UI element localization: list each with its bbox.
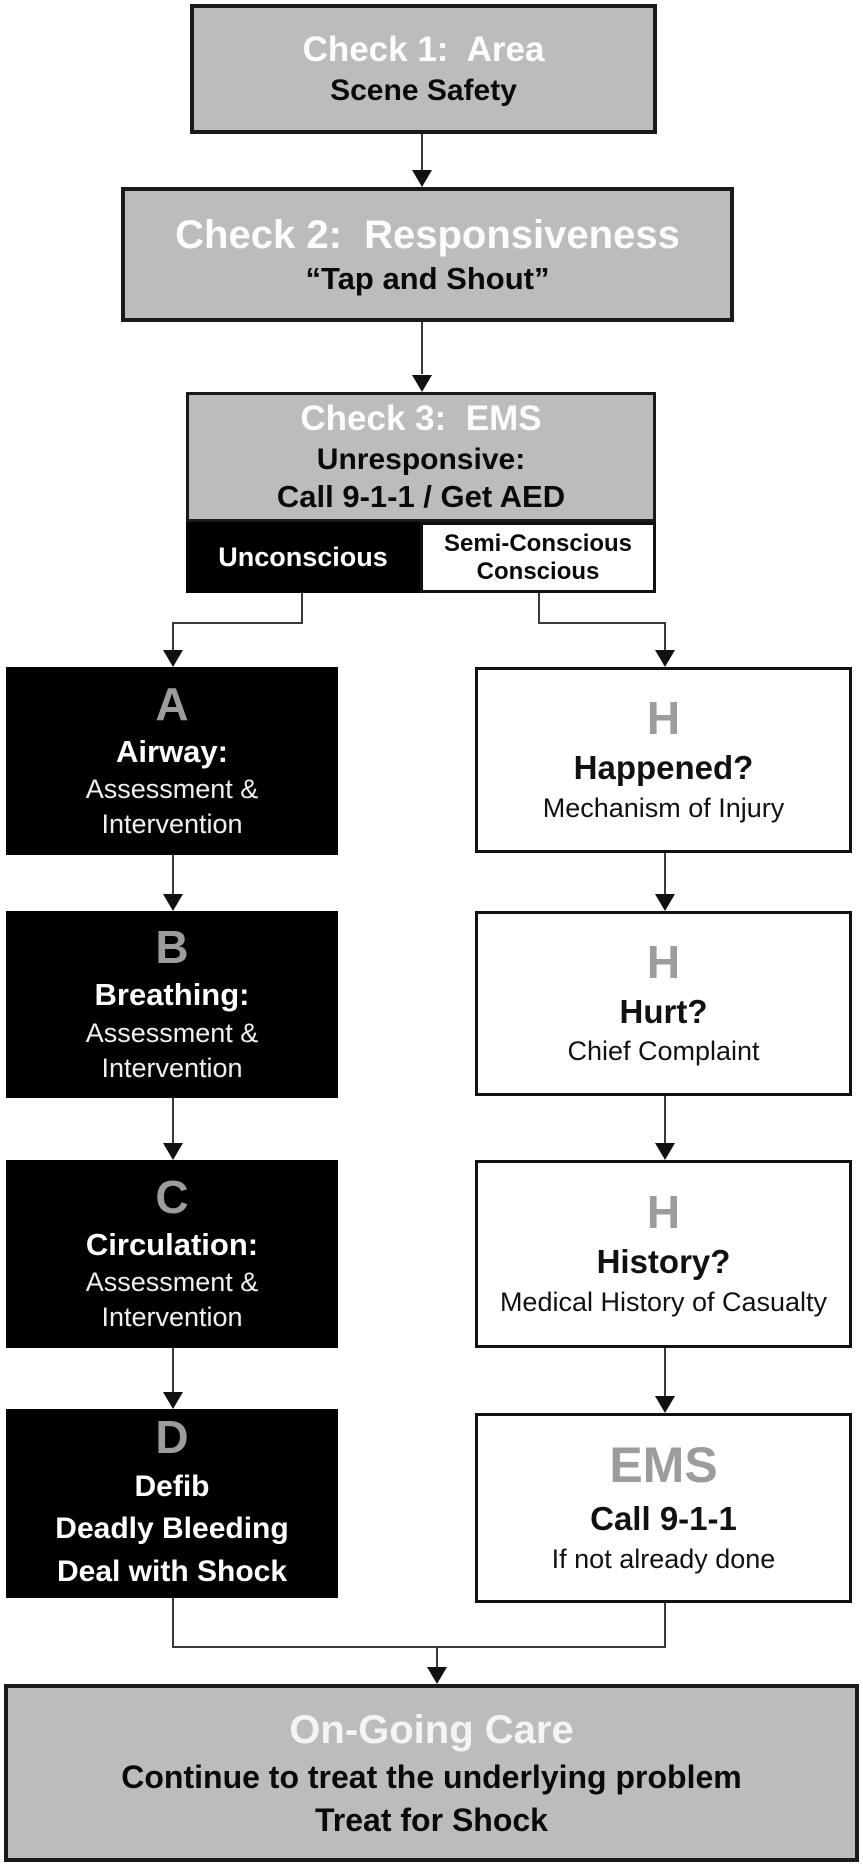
airway-letter: A	[155, 677, 189, 730]
check1-box: Check 1: Area Scene Safety	[190, 4, 657, 134]
check3-box: Check 3: EMS Unresponsive: Call 9-1-1 / …	[186, 392, 656, 593]
ems-letter: EMS	[609, 1436, 718, 1493]
breathing-title: Breathing:	[94, 977, 250, 1013]
airway-line2: Intervention	[101, 809, 243, 840]
breathing-letter: B	[155, 921, 189, 974]
branch-semiconscious-label: Semi-Conscious	[443, 529, 633, 557]
arrowhead-into-history	[655, 1143, 675, 1160]
check3-branch-row: Unconscious Semi-Conscious Conscious	[186, 522, 656, 593]
connector-conscious-horizontal	[538, 622, 666, 624]
arrowhead-into-hurt	[655, 894, 675, 911]
ems-box: EMS Call 9-1-1 If not already done	[475, 1413, 852, 1603]
airway-title: Airway:	[116, 733, 228, 769]
check3-line2: Call 9-1-1 / Get AED	[276, 479, 566, 515]
breathing-box: B Breathing: Assessment & Intervention	[6, 911, 338, 1098]
connector-conscious-drop	[538, 593, 540, 624]
ongoing-care-box: On-Going Care Continue to treat the unde…	[4, 1684, 859, 1862]
connector-unconscious-down	[172, 622, 174, 651]
connector-ems-merge	[664, 1603, 666, 1648]
connector-check2-check3	[421, 322, 423, 374]
connector-unconscious-horizontal	[172, 622, 303, 624]
branch-unconscious-label: Unconscious	[218, 542, 388, 572]
arrowhead-into-airway	[163, 650, 183, 667]
connector-defib-merge	[172, 1598, 174, 1648]
connector-happened-hurt	[664, 853, 666, 895]
ongoing-care-line1: Continue to treat the underlying problem	[121, 1758, 742, 1795]
history-subtitle: Medical History of Casualty	[499, 1286, 828, 1317]
defib-line3: Deal with Shock	[56, 1554, 288, 1588]
arrowhead-into-circulation	[163, 1143, 183, 1160]
check2-box: Check 2: Responsiveness “Tap and Shout”	[121, 187, 734, 322]
defib-line2: Deadly Bleeding	[55, 1512, 289, 1546]
connector-history-ems	[664, 1348, 666, 1397]
branch-unconscious: Unconscious	[186, 522, 421, 593]
circulation-letter: C	[155, 1170, 189, 1223]
connector-merge-horizontal	[172, 1646, 666, 1648]
ongoing-care-title: On-Going Care	[289, 1707, 574, 1752]
check3-title: Check 3: EMS	[300, 399, 542, 438]
happened-subtitle: Mechanism of Injury	[542, 792, 785, 823]
defib-line1: Defib	[134, 1469, 210, 1503]
arrowhead-check2-check3	[412, 375, 432, 392]
happened-title: Happened?	[573, 749, 754, 787]
connector-airway-breathing	[172, 855, 174, 895]
connector-check1-check2	[421, 134, 423, 172]
arrowhead-into-ems	[655, 1396, 675, 1413]
defib-letter: D	[155, 1411, 189, 1464]
airway-line1: Assessment &	[85, 774, 259, 805]
branch-conscious: Semi-Conscious Conscious	[420, 522, 656, 593]
airway-box: A Airway: Assessment & Intervention	[6, 667, 338, 855]
connector-breathing-circulation	[172, 1098, 174, 1144]
arrowhead-into-happened	[655, 650, 675, 667]
ongoing-care-line2: Treat for Shock	[315, 1802, 548, 1838]
connector-hurt-history	[664, 1096, 666, 1144]
arrowhead-into-ongoing	[427, 1667, 447, 1684]
hurt-subtitle: Chief Complaint	[567, 1036, 760, 1067]
arrowhead-check1-check2	[412, 170, 432, 187]
connector-unconscious-drop	[301, 593, 303, 624]
branch-conscious-label: Conscious	[476, 557, 600, 585]
check2-subtitle: “Tap and Shout”	[305, 261, 550, 297]
history-letter: H	[646, 1186, 681, 1239]
hurt-box: H Hurt? Chief Complaint	[475, 911, 852, 1096]
circulation-box: C Circulation: Assessment & Intervention	[6, 1160, 338, 1348]
ems-title: Call 9-1-1	[590, 1500, 737, 1538]
ems-subtitle: If not already done	[551, 1543, 776, 1574]
defib-box: D Defib Deadly Bleeding Deal with Shock	[6, 1409, 338, 1598]
check1-subtitle: Scene Safety	[330, 74, 517, 108]
breathing-line2: Intervention	[101, 1052, 243, 1083]
arrowhead-into-breathing	[163, 894, 183, 911]
circulation-title: Circulation:	[85, 1226, 259, 1262]
happened-letter: H	[646, 692, 681, 745]
circulation-line2: Intervention	[101, 1302, 243, 1333]
arrowhead-into-defib	[163, 1392, 183, 1409]
check3-header: Check 3: EMS Unresponsive: Call 9-1-1 / …	[186, 392, 656, 522]
check1-title: Check 1: Area	[302, 30, 545, 70]
history-title: History?	[596, 1243, 731, 1281]
connector-conscious-down	[664, 622, 666, 651]
check2-title: Check 2: Responsiveness	[175, 213, 680, 258]
connector-merge-down	[436, 1646, 438, 1668]
breathing-line1: Assessment &	[85, 1017, 259, 1048]
circulation-line1: Assessment &	[85, 1267, 259, 1298]
hurt-letter: H	[646, 935, 681, 988]
happened-box: H Happened? Mechanism of Injury	[475, 667, 852, 853]
history-box: H History? Medical History of Casualty	[475, 1160, 852, 1348]
hurt-title: Hurt?	[619, 992, 708, 1030]
check3-line1: Unresponsive:	[316, 442, 526, 476]
connector-circulation-defib	[172, 1348, 174, 1393]
